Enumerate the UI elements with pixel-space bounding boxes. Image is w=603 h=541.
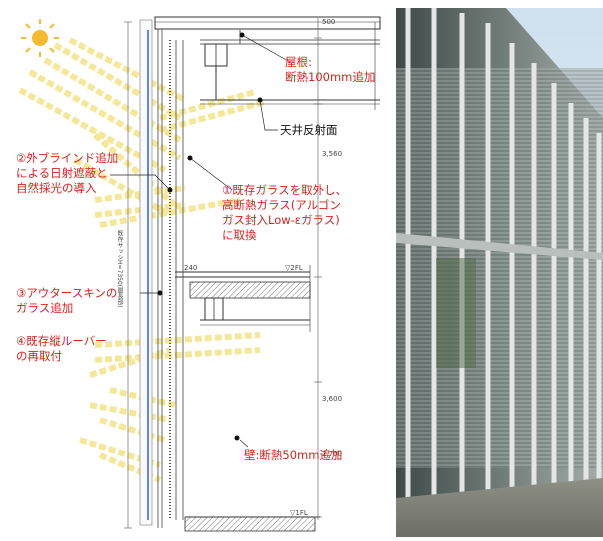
floor-level-2: ▽2FL: [285, 264, 303, 272]
sunbeams: [18, 37, 266, 483]
overall-height-label: 既存サッシH=7350(最長部): [116, 230, 123, 308]
sun-icon: [21, 19, 59, 57]
dim-3600: 3,600: [322, 395, 343, 403]
dim-2700: 2,700: [322, 450, 343, 458]
label-glass-replacement: ①既存ガラスを取外し、 高断熱ガラス(アルゴン ガス封入Low-εガラス) に取…: [222, 183, 348, 242]
label-wall-insulation: 壁:断熱50mm追加: [244, 448, 343, 462]
label-roof-insulation: 屋根: 断熱100mm追加: [285, 55, 376, 84]
label-external-blind: ②外ブラインド追加 による日射遮蔽と 自然採光の導入: [16, 151, 119, 195]
label-outer-skin: ③アウタースキンの ガラス追加: [16, 286, 118, 315]
section-drawing: [18, 16, 381, 532]
section-diagram: 500 3,560 3,600 2,700 240 ▽2FL ▽1FL 既存サッ…: [16, 16, 381, 532]
label-ceiling-reflector: 天井反射面: [280, 123, 338, 137]
dim-3560: 3,560: [322, 150, 343, 158]
dim-240: 240: [184, 264, 198, 272]
facade-photo-drawing: [396, 8, 603, 537]
facade-photo: [396, 8, 603, 537]
dim-500: 500: [322, 18, 336, 26]
label-louver-reinstall: ④既存縦ルーバー の再取付: [16, 334, 107, 363]
floor-level-1: ▽1FL: [290, 509, 308, 517]
